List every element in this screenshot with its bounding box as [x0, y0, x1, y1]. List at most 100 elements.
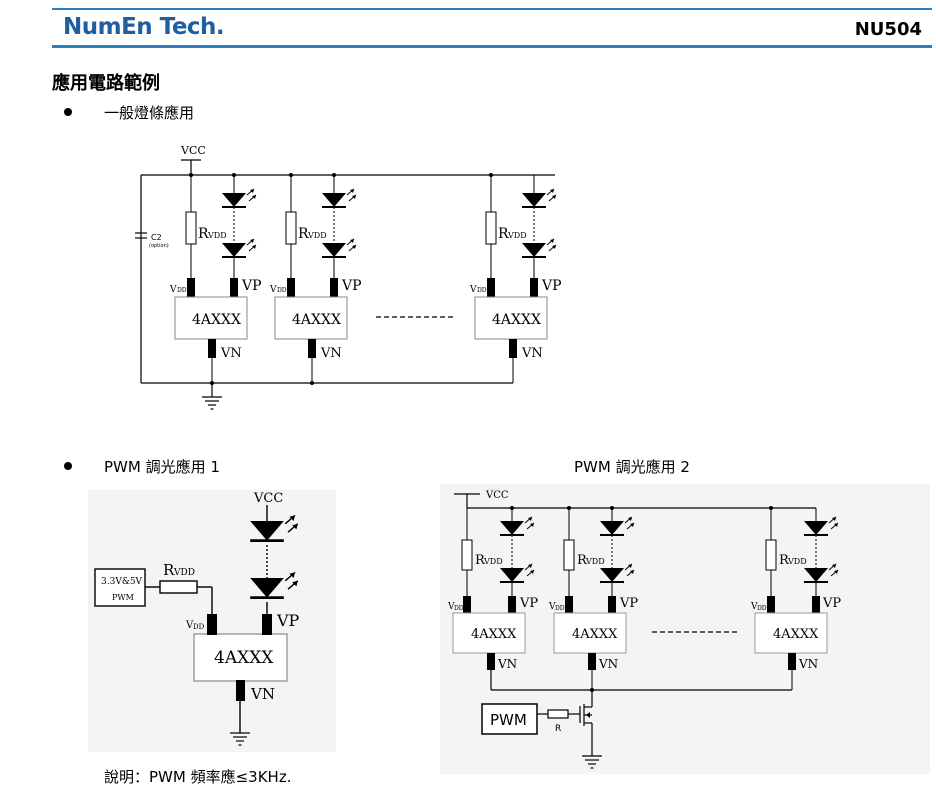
c2-parts [207, 514, 300, 746]
c1-vcc-label: VCC [180, 144, 206, 157]
rvdd-sub: VDD [507, 231, 527, 240]
rvdd-label: R [577, 553, 588, 568]
vdd-label: V [750, 602, 758, 612]
resistor-icon [159, 580, 198, 594]
bullet-pwm-dimming-1: PWM 調光應用 1 [104, 458, 220, 476]
vn-label: VN [320, 346, 342, 361]
vdd-sub: DD [277, 287, 287, 294]
led-icon [221, 238, 257, 258]
pwm-source-label: 3.3V&5V [101, 577, 143, 587]
resistor-icon [461, 539, 473, 571]
pwm-frequency-note: 說明：PWM 頻率應≤3KHz. [104, 768, 292, 786]
vdd-label: V [447, 602, 455, 612]
resistor-icon [485, 211, 497, 245]
bullet-general-led-strip: 一般燈條應用 [104, 104, 195, 122]
vdd-sub: DD [177, 287, 187, 294]
c3-pwm-label: PWM [490, 711, 527, 729]
rvdd-sub: VDD [585, 557, 605, 566]
led-icon [499, 516, 535, 536]
vdd-sub: DD [454, 605, 464, 612]
led-icon [248, 571, 300, 599]
led-icon [599, 516, 635, 536]
rvdd-sub: VDD [307, 231, 327, 240]
rvdd-sub: VDD [173, 568, 195, 578]
vn-label: VN [798, 657, 818, 671]
c3-vcc-label: VCC [485, 490, 509, 501]
led-icon [521, 188, 557, 208]
vp-label: VP [276, 611, 300, 630]
chip-body [274, 296, 348, 340]
bullet-icon [64, 462, 72, 470]
rvdd-sub: VDD [207, 231, 227, 240]
bullet-icon [64, 108, 72, 116]
led-driver-unit [553, 508, 635, 690]
vdd-sub: DD [555, 605, 565, 612]
circuit-pwm-dimming-1 [94, 505, 288, 733]
led-icon [599, 563, 635, 583]
led-icon [321, 238, 357, 258]
vdd-sub: DD [757, 605, 767, 612]
led-icon [248, 514, 300, 542]
resistor-icon [563, 539, 575, 571]
pwm-source-label-2: PWM [112, 593, 134, 602]
led-driver-unit [474, 175, 557, 383]
resistor-icon [285, 211, 297, 245]
led-icon [499, 563, 535, 583]
vdd-label: V [185, 620, 194, 631]
ground-icon [201, 396, 223, 410]
led-icon [321, 188, 357, 208]
c3-r-label: R [555, 724, 561, 734]
chip-label: 4AXXX [214, 648, 274, 668]
circuit-general-led-strip [135, 159, 555, 397]
vp-label: VP [241, 278, 262, 294]
c2-vcc-label: VCC [253, 491, 283, 506]
vdd-label: V [548, 602, 556, 612]
vdd-label: V [169, 285, 177, 295]
led-icon [803, 563, 839, 583]
vp-label: VP [341, 278, 362, 294]
vn-label: VN [497, 657, 517, 671]
resistor-icon [765, 539, 777, 571]
led-icon [521, 238, 557, 258]
chip-label: 4AXXX [773, 627, 819, 642]
c1-c2-label: C2 [151, 233, 162, 242]
led-driver-unit [452, 508, 535, 670]
resistor-icon [185, 211, 197, 245]
company-logo: NumEn Tech. [63, 14, 225, 40]
chip-label: 4AXXX [192, 312, 241, 328]
rvdd-sub: VDD [483, 557, 503, 566]
c1-c2-note: (option) [149, 243, 169, 249]
rvdd-label: R [298, 226, 309, 242]
rvdd-sub: VDD [787, 557, 807, 566]
header-rule-top [52, 8, 932, 10]
vn-label: VN [521, 346, 543, 361]
model-number: NU504 [854, 19, 922, 40]
header-rule-bottom [52, 45, 932, 48]
chip-label: 4AXXX [572, 627, 618, 642]
chip-label: 4AXXX [492, 312, 541, 328]
rvdd-label: R [198, 226, 209, 242]
led-driver-unit [754, 508, 839, 690]
rvdd-label: R [163, 561, 175, 579]
rvdd-label: R [498, 226, 509, 242]
vn-label: VN [250, 685, 275, 703]
vp-label: VP [619, 596, 638, 611]
led-icon [221, 188, 257, 208]
chip-label: 4AXXX [292, 312, 341, 328]
vp-label: VP [519, 596, 538, 611]
vp-label: VP [822, 596, 841, 611]
ground-icon [581, 755, 603, 769]
chip-label: 4AXXX [471, 627, 517, 642]
vp-label: VP [541, 278, 562, 294]
vn-label: VN [598, 657, 618, 671]
rvdd-label: R [475, 553, 486, 568]
led-driver-unit [274, 175, 357, 383]
heading-pwm-dimming-2: PWM 調光應用 2 [574, 458, 690, 476]
rvdd-label: R [779, 553, 790, 568]
vdd-label: V [269, 285, 277, 295]
vn-label: VN [220, 346, 242, 361]
led-driver-unit [174, 175, 257, 383]
vdd-sub: DD [477, 287, 487, 294]
vdd-sub: DD [193, 623, 205, 631]
